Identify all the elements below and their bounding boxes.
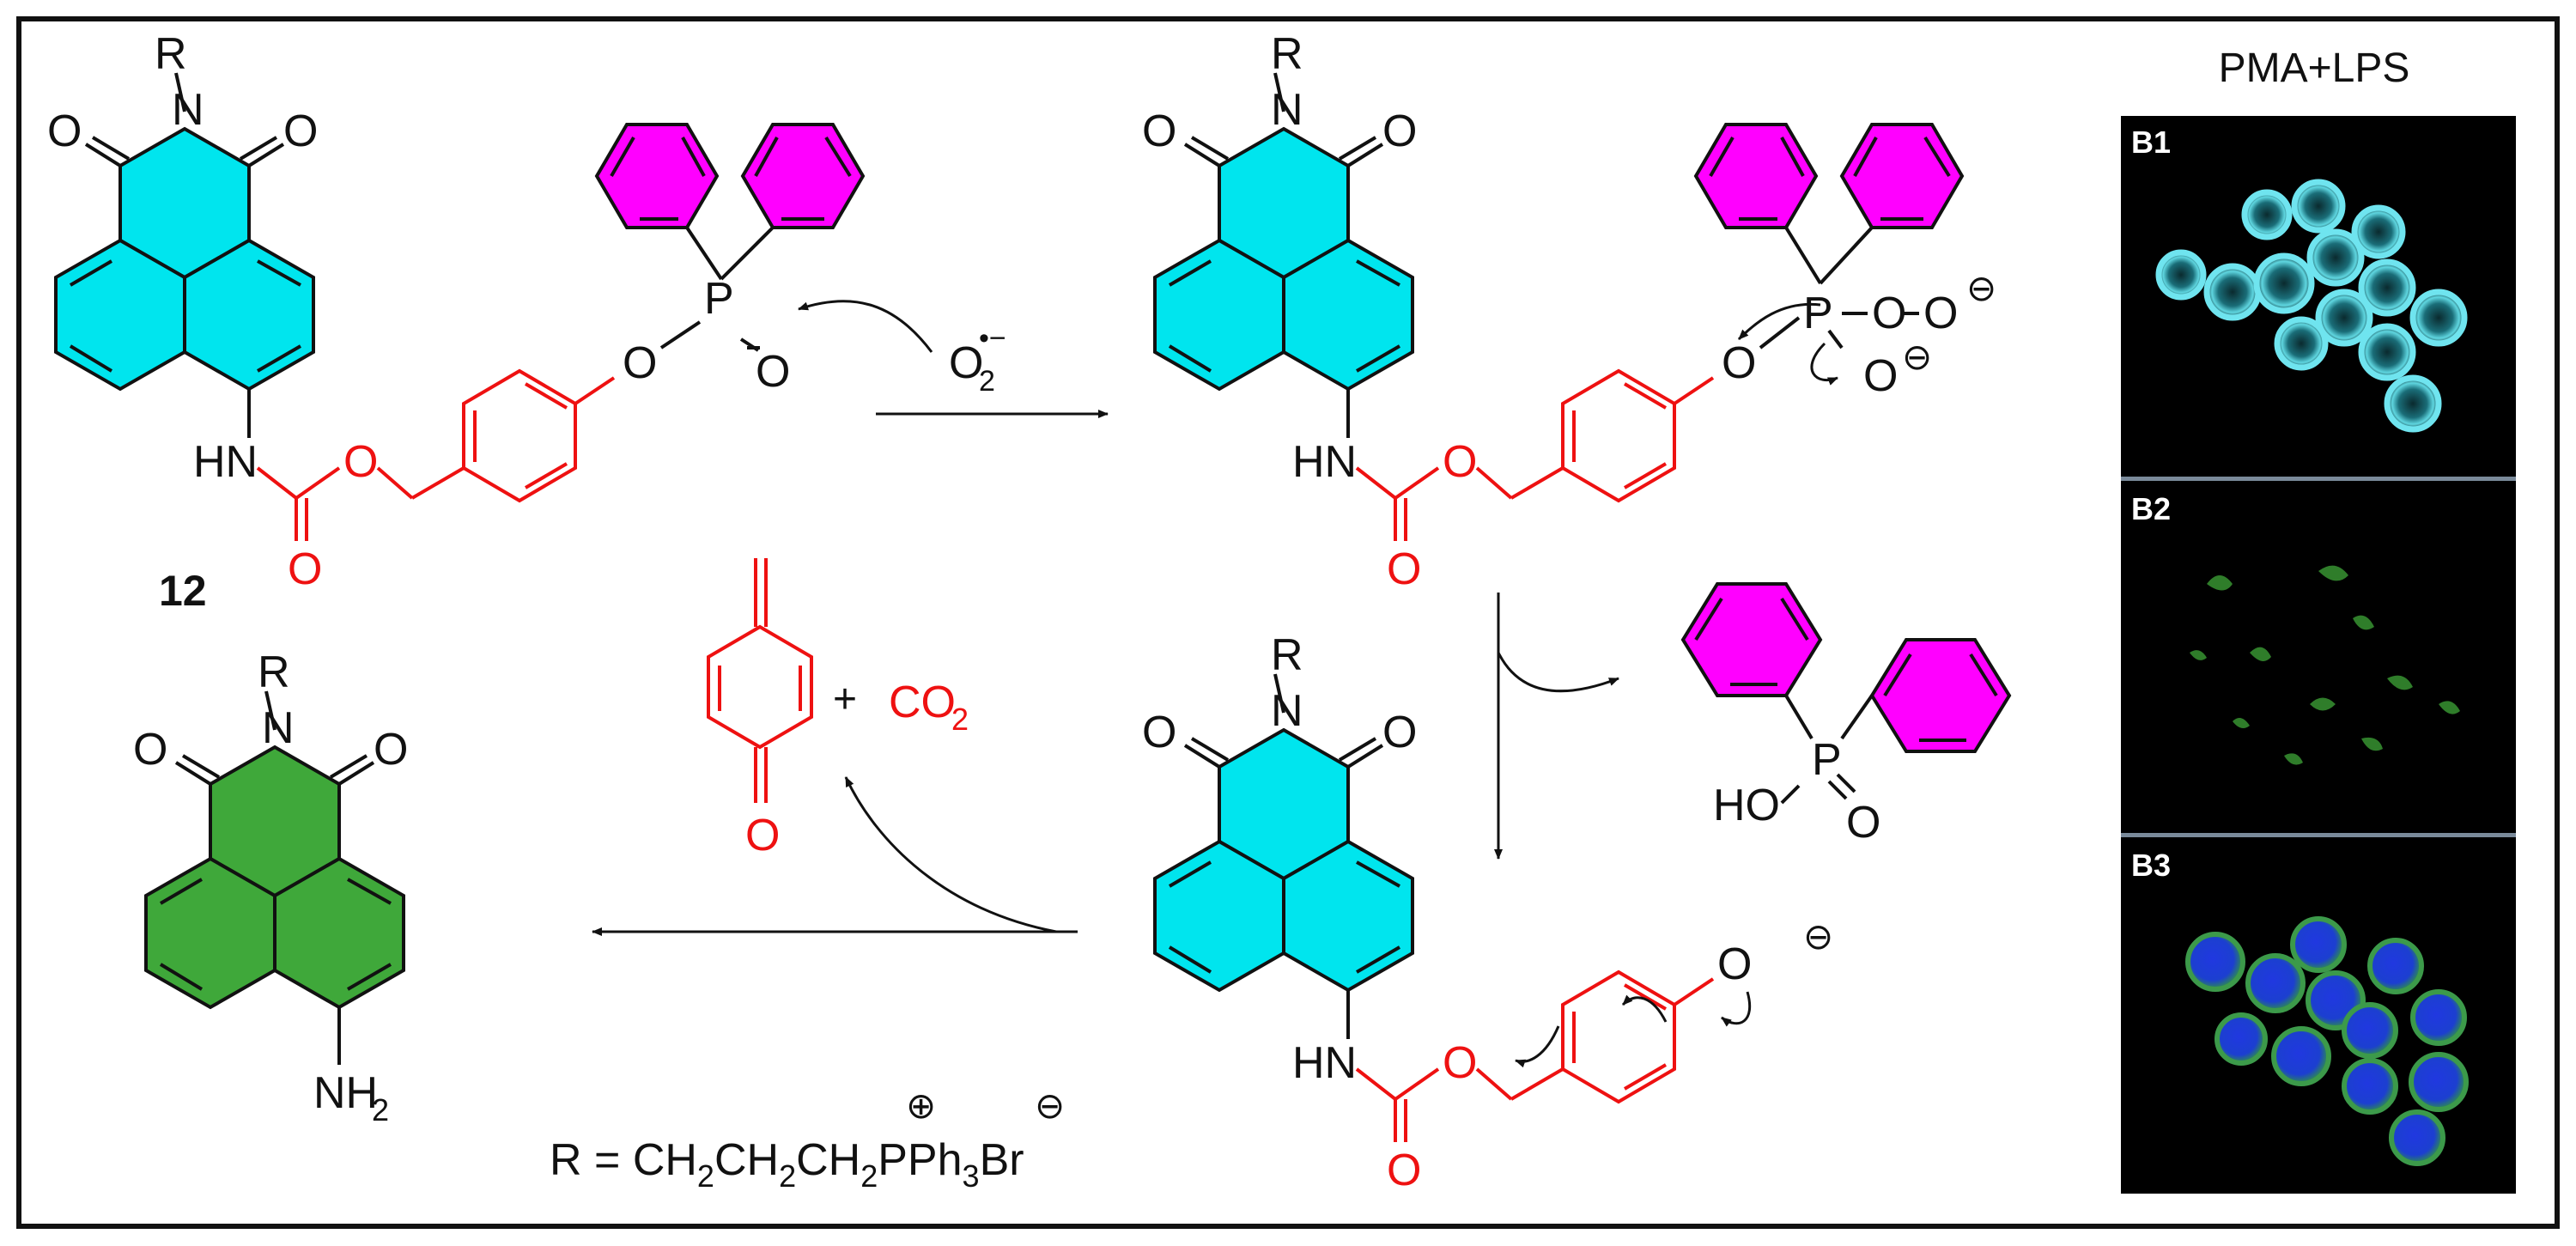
atom-O-anion-int1: O [1863, 351, 1898, 401]
superoxide-sub: 2 [979, 365, 995, 398]
r-definition: R = CH2CH2CH2PPh3Br [550, 1135, 1024, 1194]
atom-O-peroxy-2: O [1923, 289, 1958, 338]
charge-minus-peroxy: ⊖ [1966, 267, 1996, 309]
atom-O-carbamate: O [343, 437, 378, 487]
charge-minus-phenolate: ⊖ [1803, 915, 1833, 957]
atom-O-carbonyl-int1: O [1387, 544, 1421, 594]
atom-O-acid: O [1846, 798, 1880, 848]
panel-label-b3: B3 [2131, 848, 2171, 883]
atom-O-carbamate-int2: O [1443, 1038, 1477, 1088]
molecule-intermediate-2 [1153, 673, 1752, 1142]
panel-label-b1: B1 [2131, 125, 2171, 160]
atom-O-phenolate: O [1717, 939, 1752, 989]
molecule-product [144, 690, 405, 1065]
atom-O-carbonyl: O [288, 544, 322, 594]
atom-O-peroxy-1: O [1872, 289, 1906, 338]
charge-minus-bromide: ⊖ [1035, 1085, 1065, 1127]
atom-O-right: O [283, 106, 318, 156]
atom-O-phenol: O [623, 338, 657, 388]
atom-N-int2: N [1271, 686, 1303, 736]
atom-N-int1: N [1271, 85, 1303, 135]
atom-HN-int1: HN [1292, 437, 1357, 487]
atom-R-int2: R [1271, 630, 1303, 680]
co2-sub: 2 [951, 702, 969, 737]
panel-title: PMA+LPS [2219, 46, 2410, 91]
atom-O-left-product: O [133, 725, 167, 775]
atom-P-int1: P [1803, 289, 1833, 338]
atom-N-product: N [262, 703, 295, 753]
cells-cyan [2155, 179, 2468, 433]
atom-O-left: O [47, 106, 82, 156]
diphenylphosphinic-acid [1680, 582, 2012, 805]
atom-O-right-product: O [374, 725, 408, 775]
atom-HN-int2: HN [1292, 1038, 1357, 1088]
panel-label-b2: B2 [2131, 491, 2171, 526]
atom-O-carbamate-int1: O [1443, 437, 1477, 487]
molecule-12 [54, 72, 866, 541]
phenyl-ring-right [740, 123, 866, 229]
attack-arrow [798, 300, 933, 353]
atom-O-left-int1: O [1142, 106, 1176, 156]
charge-minus-O: ⊖ [1902, 336, 1932, 378]
quinone-methide [707, 558, 813, 803]
branch-arrow-acid [1497, 652, 1619, 693]
panel-b1: B1 [2121, 116, 2516, 477]
atom-R-product: R [258, 647, 290, 697]
atom-NH2-product: NH [313, 1068, 378, 1118]
superoxide-sup: •− [979, 322, 1006, 355]
charge-plus-phosphonium: ⊕ [906, 1085, 936, 1127]
plus-sign: + [833, 677, 857, 722]
elimination-arrow [844, 776, 1057, 933]
panel-b2: B2 [2121, 481, 2516, 833]
atom-R-int1: R [1271, 29, 1303, 79]
atom-O-carbonyl-int2: O [1387, 1146, 1421, 1195]
cells-merge [2185, 916, 2469, 1166]
atom-N: N [172, 85, 204, 135]
co2-label: CO [889, 678, 956, 727]
atom-P: P [704, 274, 734, 324]
atom-O-left-int2: O [1142, 708, 1176, 757]
figure-border [16, 16, 2560, 1229]
atom-O-right-int2: O [1382, 708, 1417, 757]
superoxide-O: O [949, 338, 983, 388]
cells-green [2190, 565, 2460, 765]
atom-HO-acid: HO [1713, 781, 1780, 830]
atom-P-acid: P [1812, 735, 1842, 785]
atom-O-right-int1: O [1382, 106, 1417, 156]
molecule-intermediate-1 [1153, 72, 1965, 541]
phenyl-ring-left [594, 123, 720, 229]
atom-O-phenol-int1: O [1722, 338, 1756, 388]
atom-NH2-sub: 2 [372, 1092, 389, 1127]
atom-R: R [155, 29, 187, 79]
compound-number: 12 [159, 567, 207, 615]
atom-O-P: O [756, 347, 790, 397]
atom-HN: HN [193, 437, 258, 487]
panel-b3: B3 [2121, 837, 2516, 1194]
atom-O-quinone: O [745, 811, 780, 860]
